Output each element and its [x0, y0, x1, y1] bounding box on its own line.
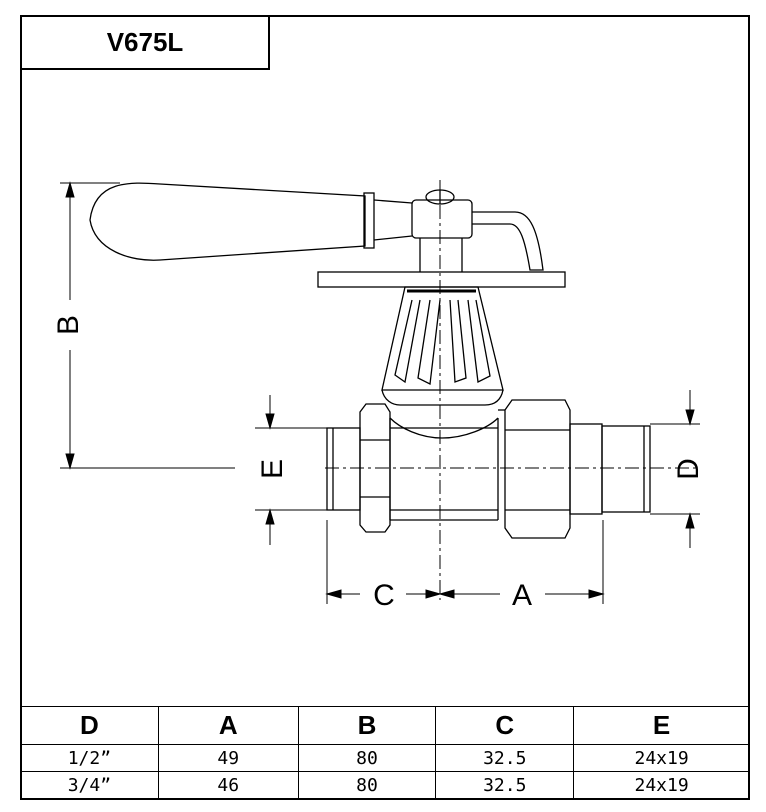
valve-body	[326, 399, 651, 539]
dimensions-table: D A B C E 1/2” 49 80 32.5 24x19 3/4” 46 …	[20, 706, 750, 799]
table-header-row: D A B C E	[20, 706, 750, 745]
lever-handle	[89, 182, 544, 272]
table-row: 3/4” 46 80 32.5 24x19	[20, 771, 750, 799]
table-cell: 80	[297, 771, 437, 799]
product-code-title: V675L	[106, 27, 184, 57]
dimension-lines	[60, 181, 700, 604]
table-cell: 1/2”	[20, 744, 159, 772]
column-header-a: A	[157, 706, 299, 745]
column-header-e: E	[573, 706, 750, 745]
flange-plate	[317, 271, 566, 288]
column-header-c: C	[435, 706, 575, 745]
dimension-label-a: A	[512, 579, 532, 612]
table-cell: 49	[157, 744, 299, 772]
table-cell: 32.5	[435, 771, 575, 799]
table-cell: 24x19	[573, 744, 750, 772]
dimension-label-c: C	[373, 579, 395, 612]
table-row: 1/2” 49 80 32.5 24x19	[20, 744, 750, 772]
table-cell: 32.5	[435, 744, 575, 772]
column-header-b: B	[297, 706, 437, 745]
dimension-label-d: D	[672, 458, 705, 480]
column-header-d: D	[20, 706, 159, 745]
table-cell: 46	[157, 771, 299, 799]
table-cell: 3/4”	[20, 771, 159, 799]
title-box: V675L	[20, 15, 270, 70]
table-cell: 24x19	[573, 771, 750, 799]
center-lines	[325, 180, 700, 600]
fluted-bonnet	[381, 286, 504, 406]
table-cell: 80	[297, 744, 437, 772]
dimension-label-b: B	[52, 315, 85, 335]
dimension-label-e: E	[256, 459, 289, 479]
drawing-frame	[20, 15, 750, 800]
